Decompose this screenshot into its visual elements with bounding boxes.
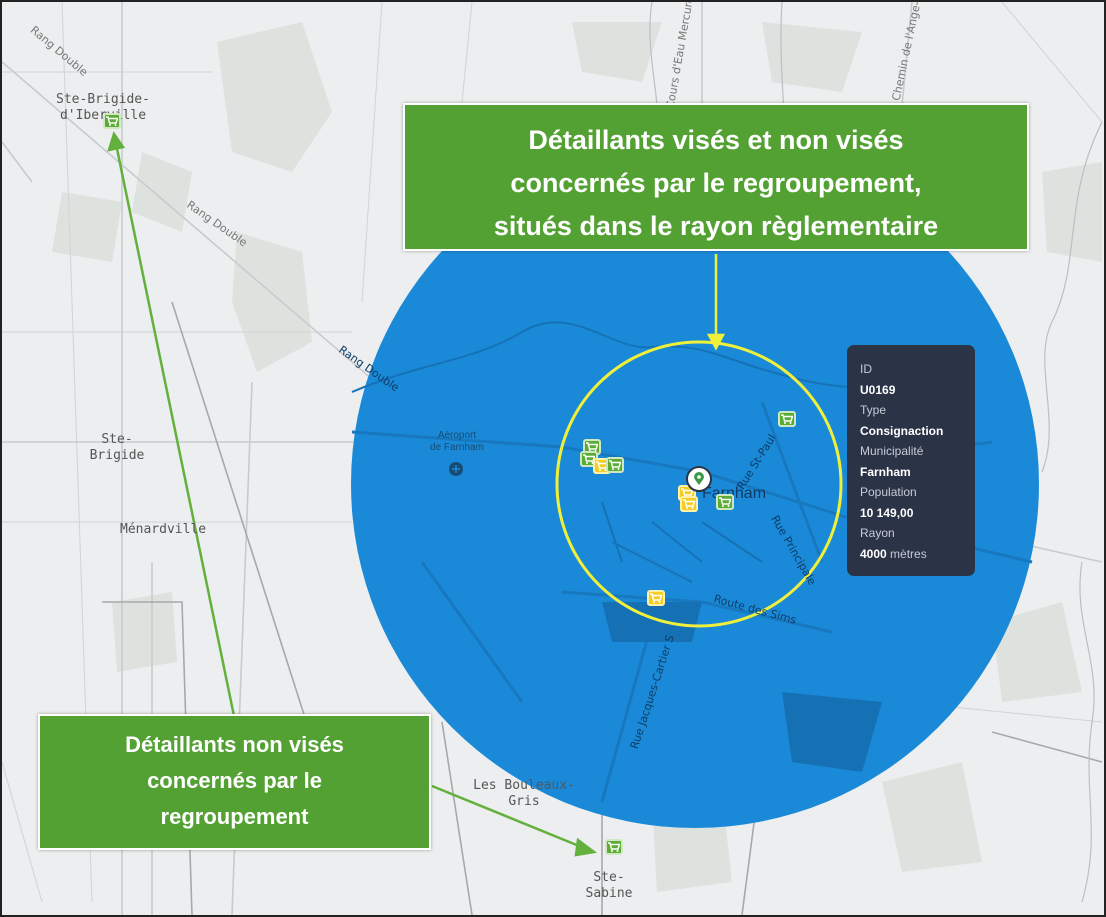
retailer-info-tooltip: ID U0169 Type Consignaction Municipalité… bbox=[847, 345, 975, 576]
tooltip-radius-row: 4000 mètres bbox=[860, 544, 975, 565]
tooltip-municipality-label: Municipalité bbox=[860, 444, 924, 458]
tooltip-population-value: 10 149,00 bbox=[860, 505, 914, 520]
tooltip-municipality-value: Farnham bbox=[860, 464, 911, 479]
callout-arrows bbox=[107, 131, 598, 857]
arrow-to-ste-brigide bbox=[114, 143, 236, 717]
shopping-cart-icon bbox=[608, 842, 620, 852]
store-marker-ne[interactable] bbox=[778, 411, 796, 427]
place-aeroport-farnham: Aéroport de Farnham bbox=[430, 430, 484, 453]
buffer-urban bbox=[602, 602, 882, 772]
callout-top-line-2: concernés par le regroupement, bbox=[510, 168, 922, 198]
shopping-cart-icon bbox=[683, 499, 695, 509]
tooltip-type-label: Type bbox=[860, 403, 887, 417]
tooltip-radius-label: Rayon bbox=[860, 526, 895, 540]
callout-bottom-line-3: regroupement bbox=[160, 804, 309, 829]
selected-location-pin[interactable] bbox=[686, 466, 712, 492]
shopping-cart-icon bbox=[781, 414, 793, 424]
location-pin-icon bbox=[694, 472, 704, 485]
store-marker-south[interactable] bbox=[647, 590, 665, 606]
yellow-arrow bbox=[706, 254, 726, 351]
callout-non-targeted-retailers: Détaillants non visés concernés par le r… bbox=[38, 714, 431, 850]
tooltip-id-label: ID bbox=[860, 362, 872, 376]
tooltip-id-value: U0169 bbox=[860, 382, 896, 397]
buffer-river bbox=[351, 321, 903, 583]
shopping-cart-icon bbox=[106, 116, 118, 126]
place-ste-brigide: Ste- Brigide bbox=[89, 432, 145, 463]
place-menardville: Ménardville bbox=[120, 522, 207, 537]
shopping-cart-icon bbox=[719, 497, 731, 507]
place-ste-sabine: Ste- Sabine bbox=[585, 870, 633, 901]
store-marker-center-3[interactable] bbox=[716, 494, 734, 510]
tooltip-population-label: Population bbox=[860, 485, 917, 499]
place-farnham: Farnham bbox=[702, 485, 767, 502]
callout-bottom-line-2: concernés par le bbox=[147, 768, 322, 793]
store-marker-ste-brigide[interactable] bbox=[103, 113, 121, 129]
arrowhead-ste-brigide bbox=[107, 131, 126, 152]
callout-targeted-retailers: Détaillants visés et non visés concernés… bbox=[403, 103, 1029, 251]
inner-radius-circle bbox=[555, 340, 843, 628]
store-marker-ste-sabine[interactable] bbox=[605, 839, 623, 855]
tooltip-radius-value: 4000 bbox=[860, 546, 887, 561]
store-marker-w4[interactable] bbox=[606, 457, 624, 473]
shopping-cart-icon bbox=[650, 593, 662, 603]
airplane-icon bbox=[452, 465, 460, 473]
store-marker-center-2[interactable] bbox=[680, 496, 698, 512]
callout-top-line-3: situés dans le rayon règlementaire bbox=[493, 211, 939, 241]
tooltip-type-value: Consignaction bbox=[860, 423, 944, 438]
arrowhead-ste-sabine bbox=[574, 837, 598, 857]
callout-bottom-line-1: Détaillants non visés bbox=[125, 732, 344, 757]
place-les-bouleaux-gris: Les Bouleaux- Gris bbox=[473, 778, 575, 809]
shopping-cart-icon bbox=[609, 460, 621, 470]
tooltip-radius-unit: mètres bbox=[886, 546, 927, 561]
arrow-to-ste-sabine bbox=[431, 784, 585, 850]
callout-top-line-1: Détaillants visés et non visés bbox=[528, 125, 904, 155]
